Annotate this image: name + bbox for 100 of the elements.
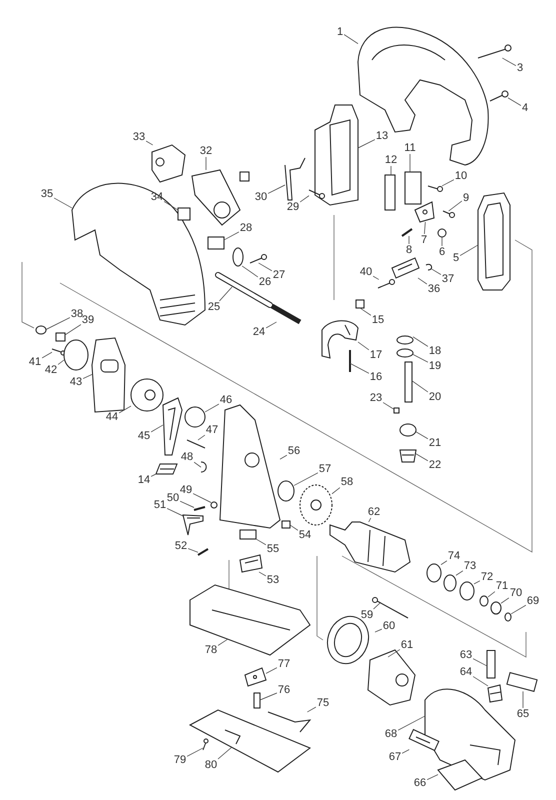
link-drawing	[162, 397, 183, 456]
callout-number: 22	[428, 459, 442, 471]
callout-number: 12	[384, 154, 398, 166]
spring-drawing	[400, 424, 416, 436]
leader-line	[192, 493, 212, 503]
callout-number: 23	[370, 392, 382, 404]
leader-line	[360, 308, 372, 316]
callout-number: 35	[40, 188, 54, 200]
leader-line	[418, 278, 428, 284]
callout-number: 37	[442, 273, 454, 285]
callout-number: 57	[318, 463, 332, 475]
fan-drawing	[300, 484, 332, 526]
leader-line	[204, 404, 220, 412]
ring-drawing	[490, 602, 502, 614]
callout-number: 20	[428, 391, 442, 403]
callout-number: 58	[340, 476, 354, 488]
leader-line	[508, 97, 522, 106]
callout-number: 73	[464, 560, 476, 572]
leader-line	[442, 179, 454, 186]
leader-line	[416, 431, 428, 440]
callout-number: 11	[404, 142, 416, 154]
callout-number: 42	[44, 364, 58, 376]
callout-number: 7	[420, 234, 428, 246]
leader-line	[82, 374, 92, 379]
leader-line	[290, 524, 298, 531]
armature-drawing	[330, 522, 411, 573]
callout-number: 25	[208, 301, 220, 313]
retaining-ring-drawing	[426, 264, 432, 270]
leader-line	[472, 658, 488, 666]
leader-line	[474, 580, 480, 584]
gasket-drawing	[478, 192, 510, 290]
screw-drawing	[442, 210, 455, 218]
brush-holder-drawing	[487, 684, 503, 703]
screw-drawing	[428, 186, 443, 192]
leader-line	[424, 222, 426, 234]
leader-line	[398, 716, 426, 731]
gear-drawing	[130, 378, 164, 412]
nut-drawing	[282, 520, 290, 528]
callout-number: 41	[28, 356, 42, 368]
leader-line	[150, 474, 156, 477]
callout-number: 21	[428, 437, 442, 449]
leader-line	[510, 604, 526, 614]
callout-number: 78	[204, 644, 218, 656]
ring-drawing	[396, 336, 414, 344]
collar-drawing	[438, 228, 446, 238]
leader-line	[358, 139, 376, 148]
leader-line	[412, 336, 428, 347]
callout-number: 19	[428, 360, 442, 372]
leader-line	[388, 649, 400, 658]
leader-line	[488, 591, 496, 598]
callout-number: 6	[438, 246, 446, 258]
leader-line	[64, 324, 82, 336]
leader-line	[146, 140, 154, 146]
callout-number: 72	[480, 571, 494, 583]
leader-line	[256, 538, 266, 546]
leader-line	[188, 548, 198, 553]
callout-number: 68	[384, 728, 398, 740]
callout-number: 33	[132, 131, 146, 143]
leader-line	[198, 434, 206, 440]
cord-guard-drawing	[232, 248, 244, 266]
callout-number: 46	[220, 394, 232, 406]
callout-number: 69	[526, 595, 540, 607]
switch-drawing	[152, 144, 186, 183]
bearing-drawing	[444, 574, 456, 592]
leader-line	[472, 676, 488, 686]
callout-number: 43	[70, 376, 82, 388]
leader-line	[368, 518, 372, 522]
callout-number: 56	[288, 445, 300, 457]
callout-number: 66	[414, 777, 426, 789]
callout-number: 55	[266, 543, 280, 555]
leader-line	[426, 774, 438, 780]
plate-drawing	[414, 201, 435, 223]
callout-number: 26	[258, 276, 272, 288]
callout-number: 38	[70, 308, 84, 320]
callout-number: 67	[388, 751, 402, 763]
pin-drawing	[197, 548, 209, 556]
pin-drawing	[401, 228, 413, 237]
callout-number: 70	[510, 587, 522, 599]
callout-number: 50	[166, 492, 180, 504]
callout-number: 74	[448, 550, 460, 562]
lever-drawing	[268, 712, 312, 732]
screw-drawing	[250, 254, 267, 264]
ring-drawing	[480, 596, 488, 606]
leader-line	[350, 362, 370, 374]
callout-number: 32	[200, 145, 212, 157]
leader-line	[266, 322, 277, 328]
leader-line	[373, 602, 380, 610]
callout-number: 76	[278, 684, 290, 696]
plunger-drawing	[404, 362, 412, 402]
leader-line	[382, 402, 394, 410]
spring-drawing	[356, 300, 364, 308]
housing-half-drawing	[358, 26, 489, 166]
leader-line	[416, 453, 428, 462]
leader-line	[332, 487, 340, 494]
plate-drawing	[384, 174, 396, 210]
leader-line	[260, 692, 278, 700]
housing-half-drawing	[72, 182, 206, 326]
leader-line	[280, 454, 288, 460]
nut-drawing	[394, 408, 400, 414]
leader-line	[268, 184, 286, 194]
